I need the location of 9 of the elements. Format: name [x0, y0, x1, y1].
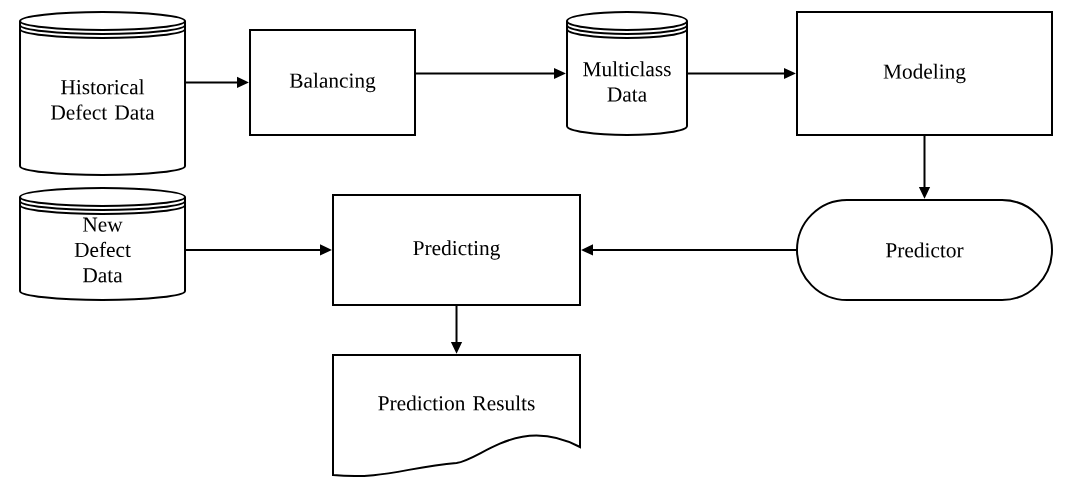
node-label: Historical Defect Data	[51, 79, 155, 120]
database-cylinder: Historical Defect Data	[19, 11, 186, 176]
process-box: Predicting	[332, 194, 581, 306]
node-label: New Defect Data	[74, 217, 131, 283]
node-label: Multiclass Data	[583, 61, 671, 102]
process-box: Balancing	[249, 29, 416, 136]
process-box: Modeling	[796, 11, 1053, 136]
database-cylinder: New Defect Data	[19, 187, 186, 301]
database-cylinder: Multiclass Data	[566, 11, 688, 136]
